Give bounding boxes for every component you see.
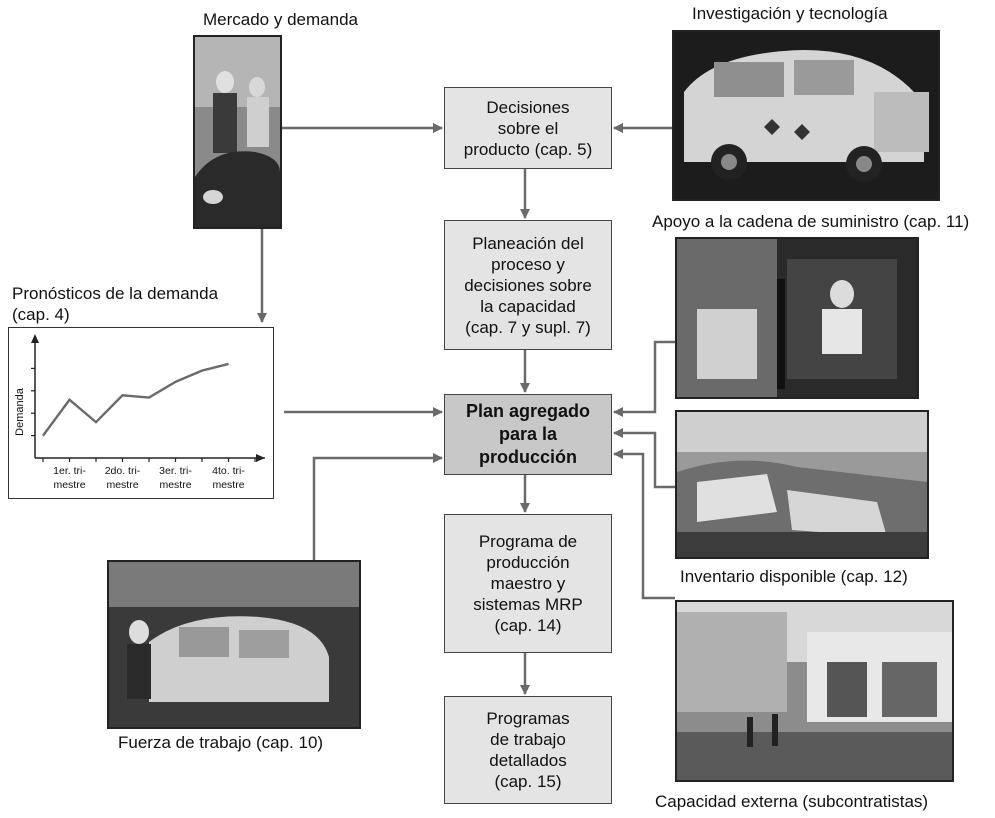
x-tick-label: mestre xyxy=(159,479,191,491)
x-tick-label: 1er. tri- xyxy=(53,465,86,477)
box-process-planning: Planeación del proceso y decisiones sobr… xyxy=(444,220,612,350)
x-tick-label: mestre xyxy=(212,479,244,491)
box-product-decisions: Decisiones sobre el producto (cap. 5) xyxy=(444,87,612,169)
inventory-photo xyxy=(675,410,929,559)
y-axis-arrow xyxy=(31,334,39,343)
caption-supply-chain: Apoyo a la cadena de suministro (cap. 11… xyxy=(652,212,970,231)
x-tick-label: mestre xyxy=(53,479,85,491)
box-master-schedule: Programa de producción maestro y sistema… xyxy=(444,514,612,653)
x-axis-arrow xyxy=(256,454,265,462)
y-axis-label: Demanda xyxy=(14,387,26,436)
supply-chain-photo xyxy=(675,237,919,399)
caption-forecast: Pronósticos de la demanda (cap. 4) xyxy=(12,284,219,324)
research-technology-photo xyxy=(672,30,940,201)
arrow-supply-to-aggregate xyxy=(613,340,675,417)
forecast-chart: Demanda 1er. tri-mestre 2do. tri-mestre 3er… xyxy=(8,327,274,499)
box-aggregate-plan: Plan agregado para la producción xyxy=(444,394,612,475)
x-tick-label: 3er. tri- xyxy=(159,465,192,477)
x-tick-label: mestre xyxy=(106,479,138,491)
demand-series-line xyxy=(42,362,229,437)
forecast-chart-svg: Demanda 1er. tri-mestre 2do. tri-mestre 3er… xyxy=(14,334,265,491)
caption-inventory: Inventario disponible (cap. 12) xyxy=(680,567,908,586)
caption-market-demand: Mercado y demanda xyxy=(203,10,358,29)
x-tick-label: 2do. tri- xyxy=(105,465,141,477)
arrow-workforce-to-aggregate xyxy=(312,453,443,560)
caption-research-technology: Investigación y tecnología xyxy=(692,4,888,23)
caption-workforce: Fuerza de trabajo (cap. 10) xyxy=(118,733,324,752)
arrow-inventory-to-aggregate xyxy=(613,428,675,489)
arrow-external-to-aggregate xyxy=(613,449,675,600)
market-demand-photo xyxy=(193,35,282,229)
caption-external-capacity: Capacidad externa (subcontratistas) xyxy=(655,792,929,811)
x-tick-label: 4to. tri- xyxy=(212,465,245,477)
external-capacity-photo xyxy=(675,600,954,782)
box-detailed-schedules: Programas de trabajo detallados (cap. 15… xyxy=(444,696,612,804)
workforce-photo xyxy=(107,560,361,729)
